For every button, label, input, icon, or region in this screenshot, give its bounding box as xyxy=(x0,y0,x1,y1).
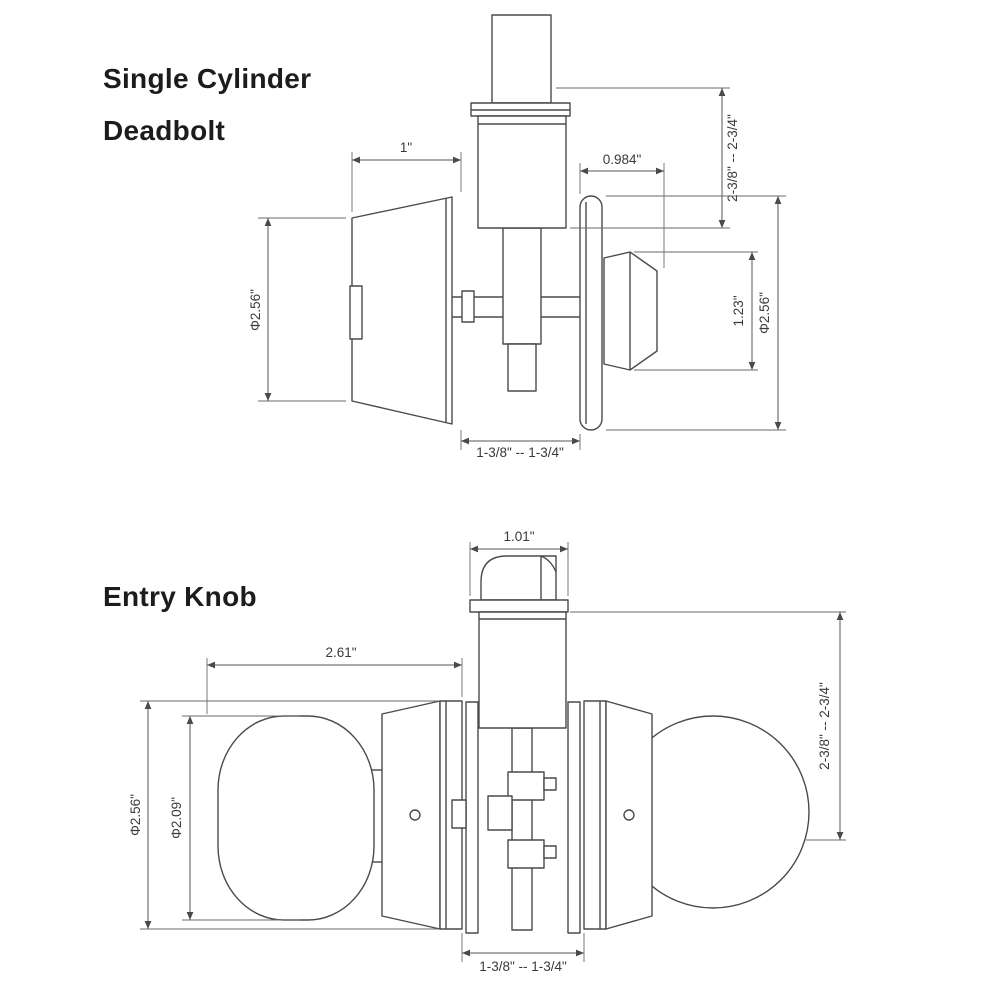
deadbolt-tailpiece xyxy=(502,227,542,345)
chassis-screw-bottom xyxy=(543,845,557,859)
deadbolt-exterior-trim xyxy=(349,196,453,425)
deadbolt-dimensions: 1" 0.984" 2-3/8" -- 2-3/4" 1.23" xyxy=(248,87,786,460)
spindle-hub xyxy=(487,795,513,831)
latch-bolt xyxy=(480,555,557,601)
entry-knob-section: Entry Knob xyxy=(103,529,846,974)
latch-assembly xyxy=(469,555,569,729)
right-rose xyxy=(583,700,653,930)
dim-knob-diameter: Φ2.09" xyxy=(169,797,184,839)
deadbolt-cylinder-body xyxy=(477,115,567,229)
left-knob xyxy=(217,715,375,921)
deadbolt-interior-rose xyxy=(579,195,603,431)
dim-rose-diameter: Φ2.56" xyxy=(128,794,143,836)
dim-latch-face-width: 1.01" xyxy=(503,529,534,544)
deadbolt-section: Single Cylinder Deadbolt xyxy=(103,14,786,460)
latch-collar xyxy=(469,599,569,613)
left-rose-screw-hole xyxy=(409,809,421,821)
chassis-screw-top xyxy=(543,777,557,791)
deadbolt-drawing xyxy=(349,14,658,431)
latch-body xyxy=(478,611,567,729)
dim-knob-fit-range: 2-3/8" -- 2-3/4" xyxy=(817,682,832,770)
lock-chassis xyxy=(451,701,581,934)
entry-knob-title: Entry Knob xyxy=(103,581,257,612)
spindle-shaft xyxy=(511,727,533,931)
dim-thumbturn-backset: 0.984" xyxy=(603,152,642,167)
deadbolt-cylinder xyxy=(470,14,571,392)
dim-exterior-rose-diameter: Φ2.56" xyxy=(248,289,263,331)
dim-deadbolt-door-thickness: 1-3/8" -- 1-3/4" xyxy=(476,445,564,460)
dim-knob-projection: 2.61" xyxy=(325,645,356,660)
left-rose xyxy=(381,700,463,930)
dim-knob-door-thickness: 1-3/8" -- 1-3/4" xyxy=(479,959,567,974)
entry-knob-drawing xyxy=(217,555,810,934)
right-rose-screw-hole xyxy=(623,809,635,821)
entry-knob-dimensions: 1.01" 2.61" 2-3/8" -- 2-3/4" Φ2.56" xyxy=(128,529,846,974)
deadbolt-keyway xyxy=(349,285,363,340)
deadbolt-thumbturn xyxy=(603,251,658,371)
deadbolt-mounting-bolts xyxy=(452,290,580,323)
dim-deadbolt-fit-range: 2-3/8" -- 2-3/4" xyxy=(725,114,740,202)
dim-thumbturn-length: 1.23" xyxy=(731,295,746,326)
deadbolt-title-line2: Deadbolt xyxy=(103,115,225,146)
deadbolt-title-line1: Single Cylinder xyxy=(103,63,311,94)
dim-cylinder-width: 1" xyxy=(400,140,413,155)
dim-interior-rose-diameter: Φ2.56" xyxy=(757,292,772,334)
deadbolt-top-spindle xyxy=(491,14,552,104)
